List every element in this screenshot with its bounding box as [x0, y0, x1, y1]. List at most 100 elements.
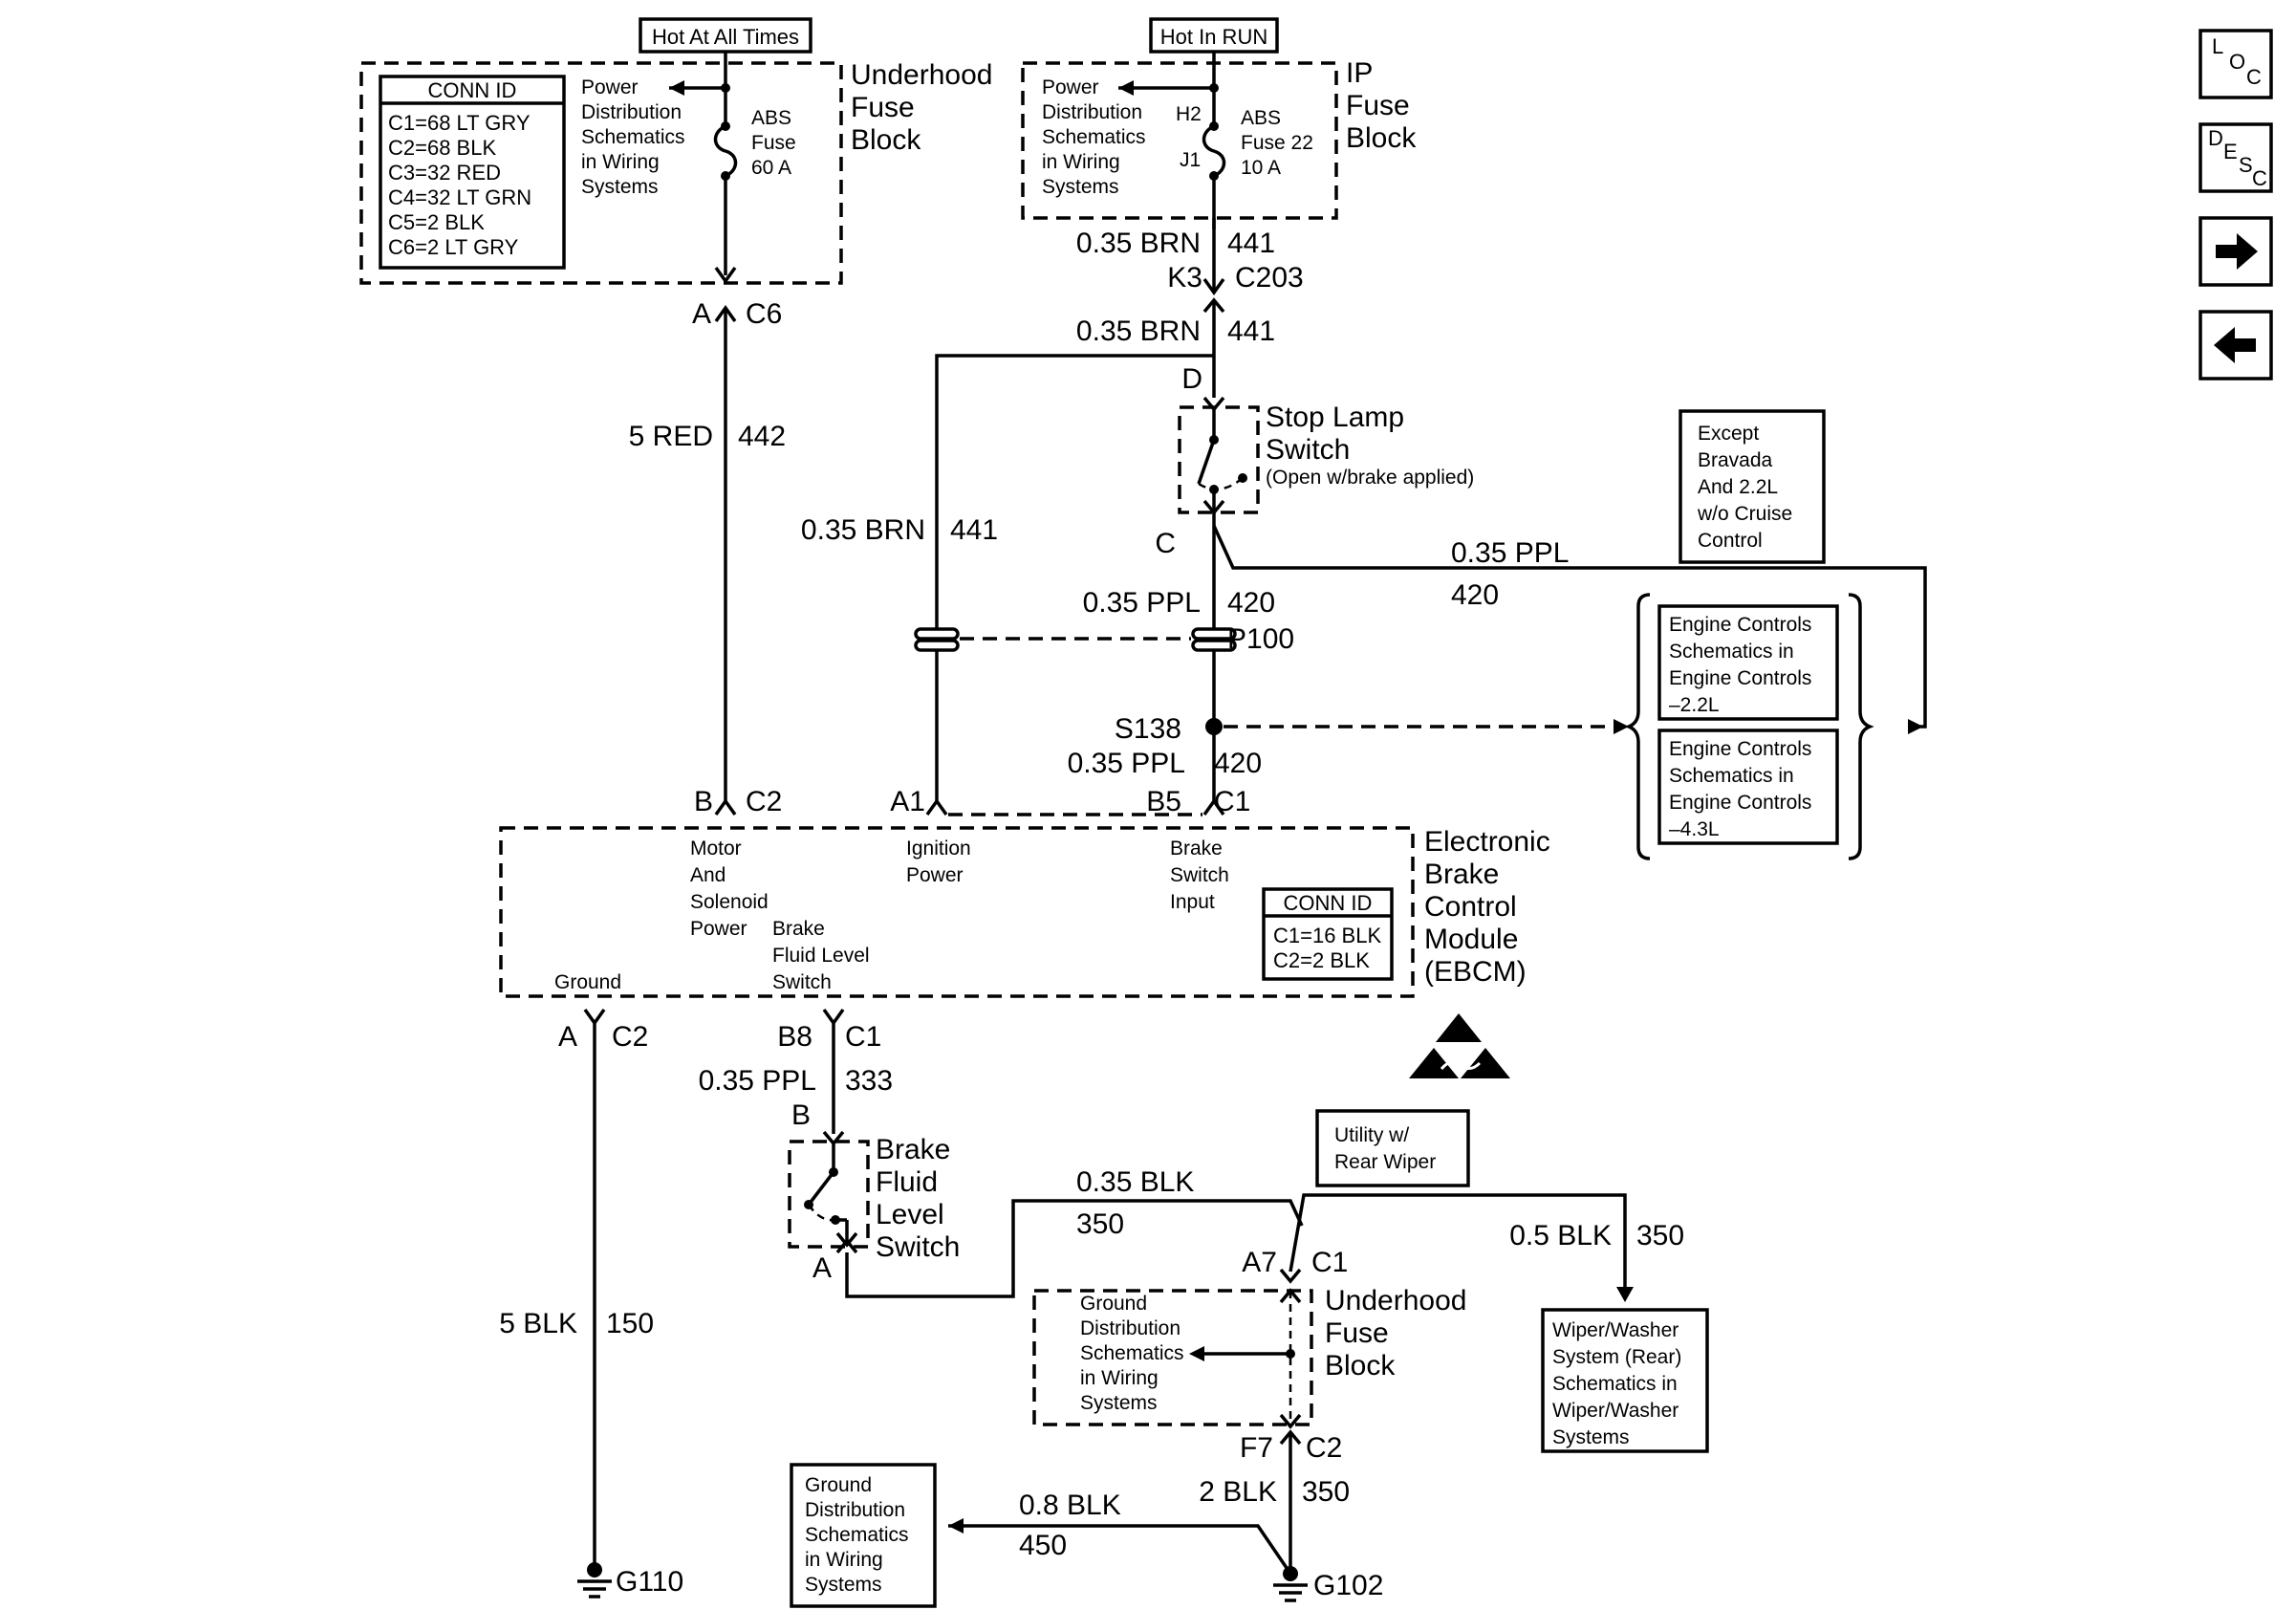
location-button[interactable]: L O C — [2199, 29, 2273, 99]
block-title: Block — [1346, 122, 1417, 154]
abs-fuse-label: ABS — [751, 107, 791, 129]
next-page-button[interactable] — [2199, 216, 2273, 287]
ground-distribution-reference[interactable]: Ground Distribution Schematics in Wiring… — [1080, 1293, 1184, 1414]
ref-line: Engine Controls — [1669, 738, 1811, 760]
pin-label: A — [692, 298, 711, 330]
block-title: Block — [851, 124, 921, 156]
ref-line: Engine Controls — [1669, 792, 1811, 814]
ground-label: G102 — [1313, 1570, 1383, 1601]
wire-circuit-label: 442 — [738, 421, 786, 452]
wire-circuit-label: 150 — [606, 1308, 654, 1339]
description-button[interactable]: D E S C — [2199, 122, 2273, 193]
power-distribution-reference-left[interactable]: Power Distribution Schematics in Wiring … — [581, 76, 685, 198]
connector-arrow-icon — [1202, 797, 1225, 816]
wire-size-label: 0.8 BLK — [1019, 1490, 1121, 1521]
engine-controls-43-reference[interactable]: Engine Controls Schematics in Engine Con… — [1657, 729, 1839, 845]
description-icon-letter-1: D — [2208, 126, 2223, 150]
ground-dist-box — [790, 1463, 937, 1608]
ground-g102: G102 — [1273, 1566, 1383, 1602]
fuse-terminal — [1209, 121, 1219, 131]
wire-size-label: 0.35 PPL — [1068, 748, 1185, 779]
wire-size-label: 0.35 PPL — [1083, 587, 1201, 619]
bracket-left — [1624, 593, 1651, 860]
block-title: Underhood — [851, 59, 992, 91]
ref-line: Engine Controls — [1669, 614, 1811, 636]
arrow-left-icon — [2214, 327, 2256, 363]
esd-hand — [1440, 1060, 1482, 1070]
splice-dot — [1205, 718, 1223, 735]
pin-label: A1 — [890, 786, 925, 817]
ground-label: G110 — [616, 1566, 683, 1598]
ref-line: Schematics — [581, 126, 685, 148]
connector-label: C6 — [746, 298, 782, 330]
ref-line: Schematics — [805, 1524, 909, 1546]
option-line: Rear Wiper — [1334, 1151, 1436, 1173]
conn-id-line: C2=68 BLK — [388, 136, 496, 160]
wire-circuit-label: 450 — [1019, 1530, 1067, 1561]
terminal-label: Input — [1170, 891, 1215, 913]
description-icon-letter-3: S — [2239, 153, 2253, 177]
ref-line: in Wiring — [581, 151, 660, 173]
terminal-label: Power — [906, 864, 964, 886]
pin-label: A — [558, 1021, 577, 1053]
abs-fuse-label: Fuse 22 — [1241, 132, 1313, 154]
power-distribution-reference-right[interactable]: Power Distribution Schematics in Wiring … — [1042, 76, 1146, 198]
arrow-left-icon — [948, 1518, 964, 1534]
terminal-label: Brake — [772, 918, 825, 940]
block-title: Underhood — [1325, 1285, 1466, 1316]
bracket-right — [1848, 593, 1874, 860]
arrow-right-icon — [1189, 1346, 1204, 1361]
option-line: Control — [1698, 530, 1763, 552]
pin-label: C — [1155, 528, 1176, 559]
esd-warning-icon — [1409, 1013, 1510, 1078]
wire-circuit-label: 420 — [1214, 748, 1262, 779]
pin-label: H2 — [1176, 103, 1202, 125]
connector-arrow-icon — [835, 1231, 858, 1248]
switch-blade-icon — [807, 1170, 835, 1207]
ground-distribution-reference-bottom[interactable]: Ground Distribution Schematics in Wiring… — [790, 1463, 937, 1608]
component-note: (Open w/brake applied) — [1266, 467, 1474, 489]
fuse-terminal — [721, 121, 730, 131]
block-title: Fuse — [1325, 1317, 1389, 1349]
esd-triangle-left — [1409, 1048, 1459, 1078]
engine-controls-22-reference[interactable]: Engine Controls Schematics in Engine Con… — [1657, 604, 1839, 721]
arrow-up-icon — [1616, 1287, 1634, 1302]
connector-arrow-icon — [1279, 1268, 1302, 1284]
connector-arrow-icon — [583, 1008, 606, 1027]
location-icon-letter-2: O — [2229, 50, 2245, 74]
wire-brn-441-branch — [935, 354, 1214, 803]
terminal-label: Brake — [1170, 838, 1223, 859]
terminal-label: Ground — [554, 971, 621, 993]
underhood-fuse-block-top: Hot At All Times CONN ID C1=68 LT GRY C2… — [359, 17, 992, 285]
pin-label: A — [812, 1252, 832, 1284]
ref-line: Distribution — [1042, 101, 1142, 123]
ref-line: Systems — [1552, 1426, 1630, 1448]
except-option-box — [1679, 409, 1826, 564]
option-line: Except — [1698, 423, 1759, 445]
ground-g110: G110 — [577, 1562, 683, 1599]
ref-line: Distribution — [1080, 1317, 1180, 1339]
conn-id-title-ebcm: CONN ID — [1284, 891, 1373, 915]
ebcm-module: B C2 A1 B5 C1 Motor And Solenoid Power I… — [499, 786, 1550, 1053]
previous-page-button[interactable] — [2199, 310, 2273, 381]
pin-label: J1 — [1180, 149, 1201, 171]
pin-label: B8 — [777, 1021, 812, 1053]
connector-arrow-icon — [1279, 1413, 1302, 1429]
fuse-symbol-icon — [713, 124, 738, 178]
hot-at-all-times-tag — [639, 17, 812, 54]
ref-line: Schematics in — [1669, 765, 1794, 787]
underhood-block-outline — [1032, 1289, 1313, 1426]
splice-label: S138 — [1115, 713, 1181, 745]
pin-label: B — [694, 786, 713, 817]
terminal-label: And — [690, 864, 726, 886]
wire-size-label: 2 BLK — [1199, 1476, 1277, 1508]
conn-id-title-top: CONN ID — [428, 78, 517, 102]
wiper-washer-reference[interactable]: Wiper/Washer System (Rear) Schematics in… — [1541, 1308, 1709, 1453]
arrow-left-icon — [1908, 719, 1923, 734]
brake-fluid-level-switch: Brake Fluid Level Switch — [788, 1130, 960, 1263]
connector-arrow-icon — [925, 797, 948, 816]
wiper-box — [1541, 1308, 1709, 1453]
engine-controls-box — [1657, 604, 1839, 721]
ground-dot — [587, 1562, 602, 1577]
component-name: Brake — [876, 1134, 950, 1165]
